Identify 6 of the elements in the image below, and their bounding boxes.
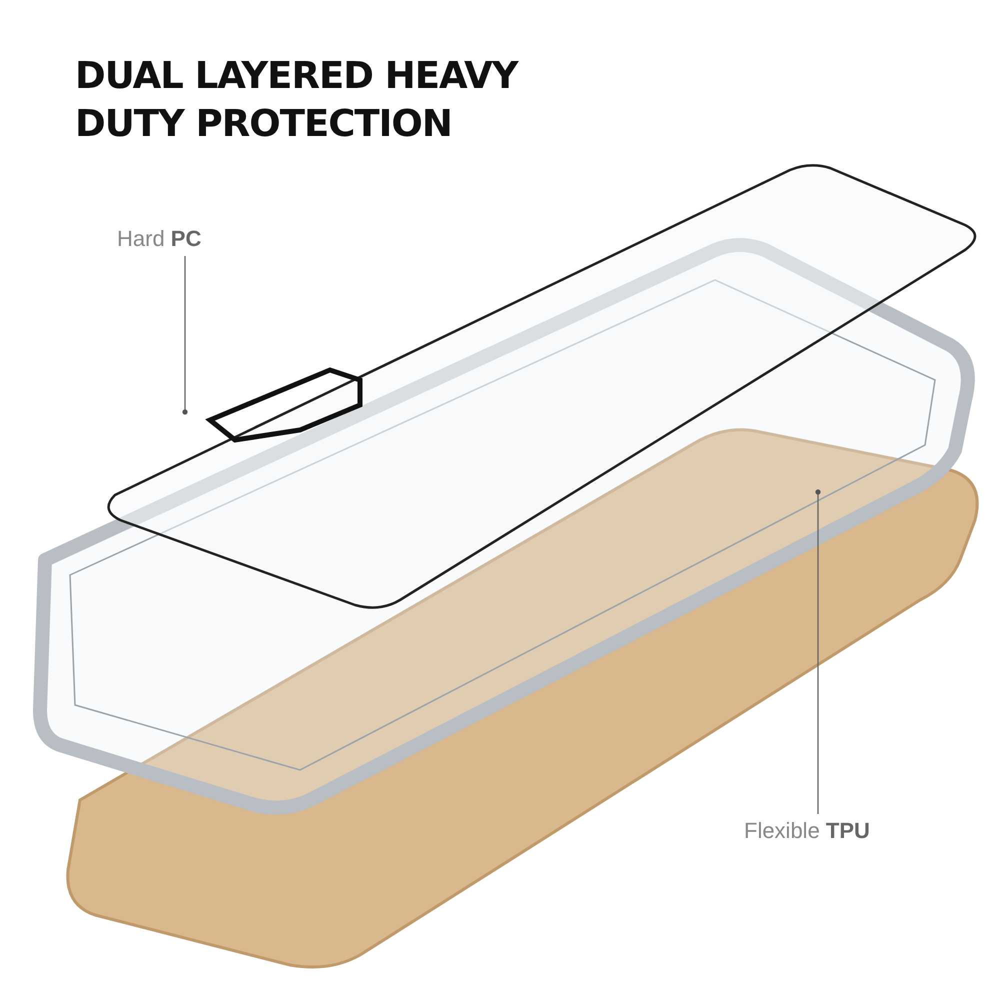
heading: DUAL LAYERED HEAVY DUTY PROTECTION bbox=[75, 53, 520, 147]
callout-label: Hard PC bbox=[117, 226, 202, 252]
leader-line bbox=[182, 256, 188, 415]
callout-label: Flexible TPU bbox=[744, 818, 870, 844]
leader-line bbox=[815, 489, 821, 814]
clear-plate-drawing bbox=[107, 164, 976, 609]
